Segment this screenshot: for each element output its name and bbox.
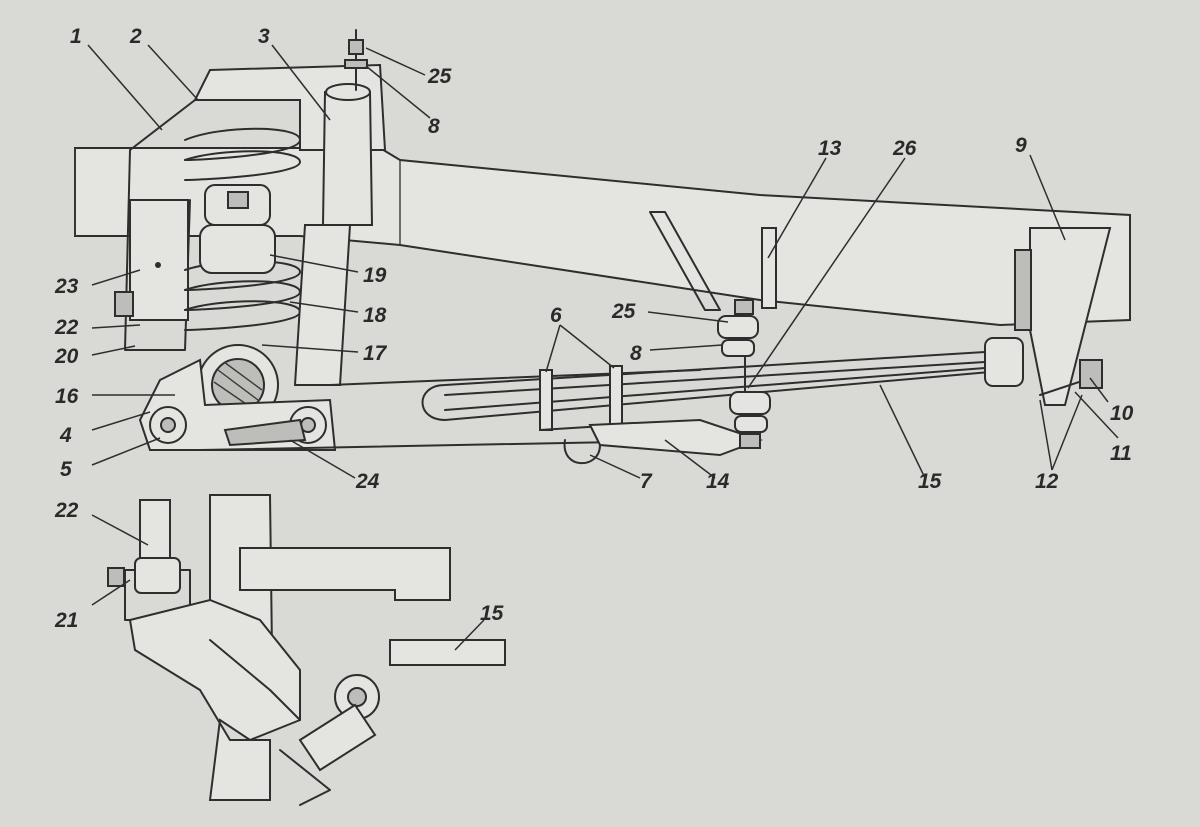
label-16: 16 [55,385,79,408]
stabilizer-bar [421,337,1024,421]
label-4: 4 [59,424,72,447]
label-21: 21 [54,609,78,632]
label-18: 18 [363,304,387,327]
label-22-detail: 22 [54,499,79,522]
label-22-top: 22 [54,316,79,339]
bumper-bracket [114,199,189,321]
label-12: 12 [1035,470,1059,493]
detail-view [107,494,506,806]
label-14: 14 [706,470,730,493]
label-25-top: 25 [427,65,452,88]
bump-stop [199,184,276,274]
link-frame-bracket [649,211,777,311]
label-1: 1 [70,25,82,48]
label-7: 7 [640,470,653,493]
label-26: 26 [892,137,917,160]
label-8-mid: 8 [630,342,642,365]
label-9: 9 [1015,134,1027,157]
lower-bracket [138,358,337,451]
label-25-mid: 25 [611,300,636,323]
rear-bracket [1014,227,1112,406]
label-5: 5 [60,458,72,481]
leader-lines [87,44,1119,651]
label-24: 24 [355,470,380,493]
label-17: 17 [363,342,388,365]
label-10: 10 [1110,402,1134,425]
label-11: 11 [1110,442,1132,465]
label-13: 13 [818,137,842,160]
vertical-link [717,299,771,449]
part-labels: 1 2 3 25 8 13 26 9 23 19 22 18 20 17 16 … [54,25,1134,632]
label-3: 3 [258,25,270,48]
label-15-top: 15 [918,470,942,493]
label-15-detail: 15 [480,602,504,625]
label-19: 19 [363,264,387,287]
label-23: 23 [54,275,79,298]
label-6: 6 [550,304,562,327]
label-8-top: 8 [428,115,440,138]
label-2: 2 [129,25,142,48]
stabilizer-link-arm [539,418,763,465]
label-20: 20 [54,345,79,368]
